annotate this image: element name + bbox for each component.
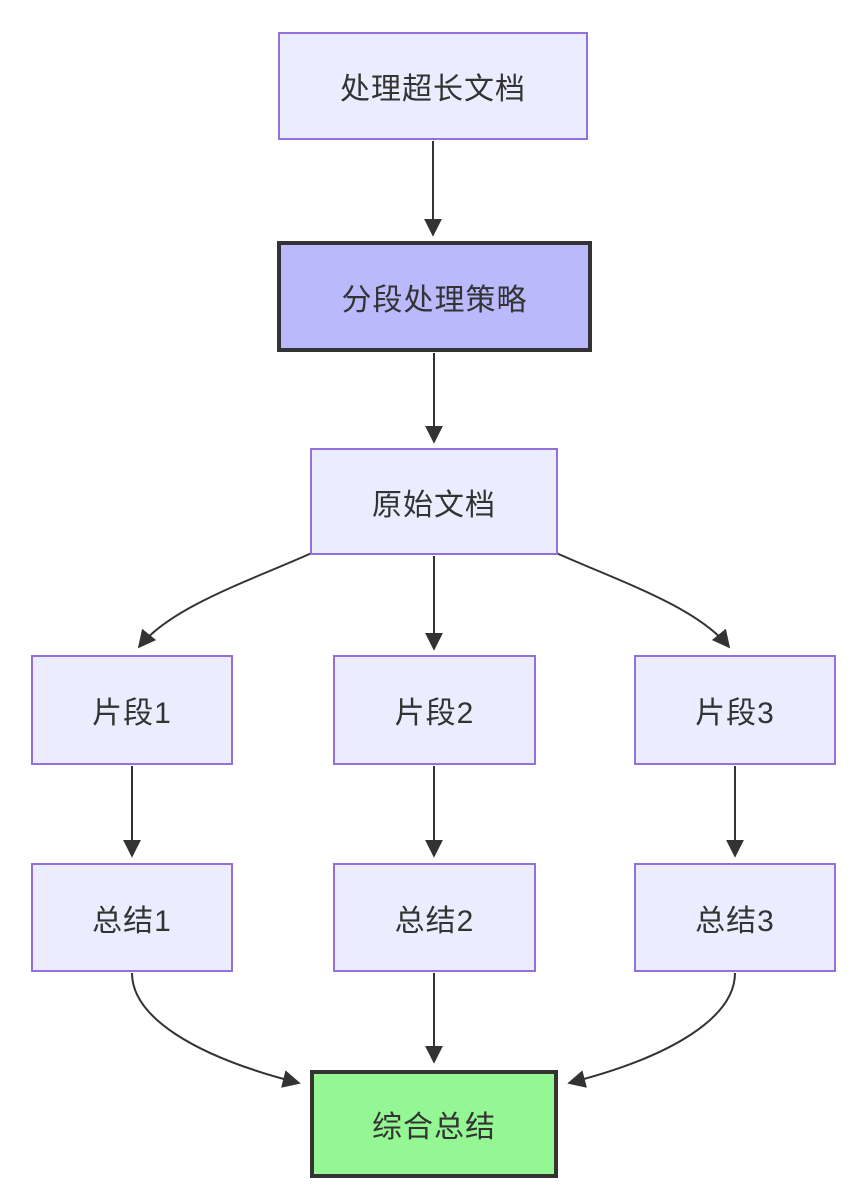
node-process-doc: 处理超长文档 xyxy=(278,32,588,140)
node-summary-2: 总结2 xyxy=(333,863,536,972)
edge-original-to-segment3 xyxy=(553,551,731,649)
node-segment-3: 片段3 xyxy=(634,655,836,765)
node-final-summary: 综合总结 xyxy=(310,1070,558,1178)
node-segment-2: 片段2 xyxy=(333,655,536,765)
node-summary-3: 总结3 xyxy=(634,863,836,972)
edge-summary3-to-final xyxy=(567,972,736,1088)
node-segment-1: 片段1 xyxy=(31,655,233,765)
edge-original-to-segment1 xyxy=(137,551,315,649)
node-original-doc: 原始文档 xyxy=(310,448,558,555)
node-summary-1: 总结1 xyxy=(31,863,233,972)
node-strategy: 分段处理策略 xyxy=(277,241,592,352)
edge-summary1-to-final xyxy=(131,972,301,1088)
